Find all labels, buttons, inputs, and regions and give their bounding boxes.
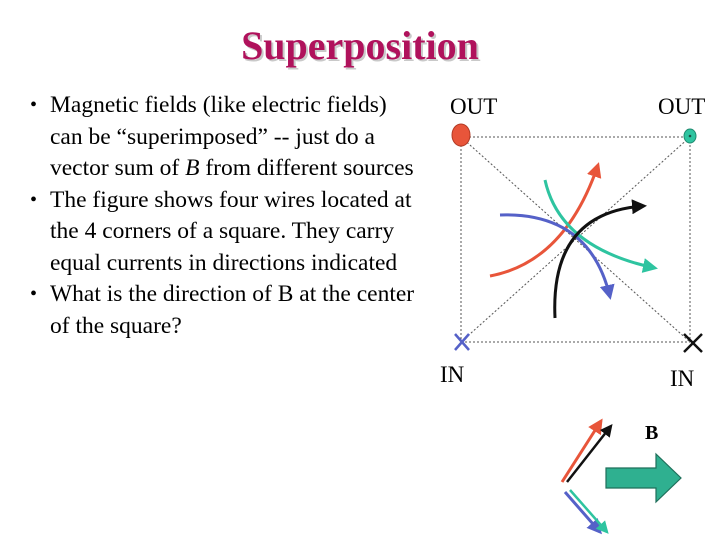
vector-orange xyxy=(560,418,603,483)
bullet-item: • What is the direction of B at the cent… xyxy=(24,279,416,342)
wire-out-top-left-icon xyxy=(451,123,471,147)
label-in-right: IN xyxy=(670,366,695,391)
square-diagonal-2 xyxy=(460,136,691,343)
wire-out-dot-icon xyxy=(688,134,692,138)
field-arc-orange xyxy=(489,162,602,278)
slide-title: Superposition xyxy=(241,23,479,68)
bullet-text-end: from different sources xyxy=(199,155,414,181)
b-symbol: B xyxy=(185,155,200,181)
label-out-left: OUT xyxy=(450,94,498,119)
bullet-text: What is the direction of B at the center… xyxy=(50,281,415,339)
bullet-dot-icon: • xyxy=(30,94,38,116)
label-b: B xyxy=(645,422,659,444)
label-out-right: OUT xyxy=(658,94,706,119)
bullet-list: • Magnetic fields (like electric fields)… xyxy=(24,90,416,342)
vector-blue xyxy=(563,491,602,535)
label-in-left: IN xyxy=(440,362,465,387)
square-outline xyxy=(460,136,691,343)
field-arc-teal xyxy=(543,179,658,273)
wire-in-bottom-right-icon xyxy=(683,333,703,353)
bullet-item: • Magnetic fields (like electric fields)… xyxy=(24,90,416,185)
vector-black xyxy=(566,424,613,483)
b-direction-arrow-icon xyxy=(605,452,682,504)
field-arc-blue xyxy=(499,213,615,300)
bullet-text: Magnetic fields (like electric fields) c… xyxy=(50,92,387,181)
vector-teal xyxy=(569,489,609,534)
bullet-item: • The figure shows four wires located at… xyxy=(24,185,416,280)
field-arc-black xyxy=(553,199,647,319)
wire-in-bottom-left-icon xyxy=(454,333,470,351)
bullet-text: The figure shows four wires located at t… xyxy=(50,186,412,276)
bullet-dot-icon: • xyxy=(30,188,38,211)
bullet-dot-icon: • xyxy=(30,283,38,305)
